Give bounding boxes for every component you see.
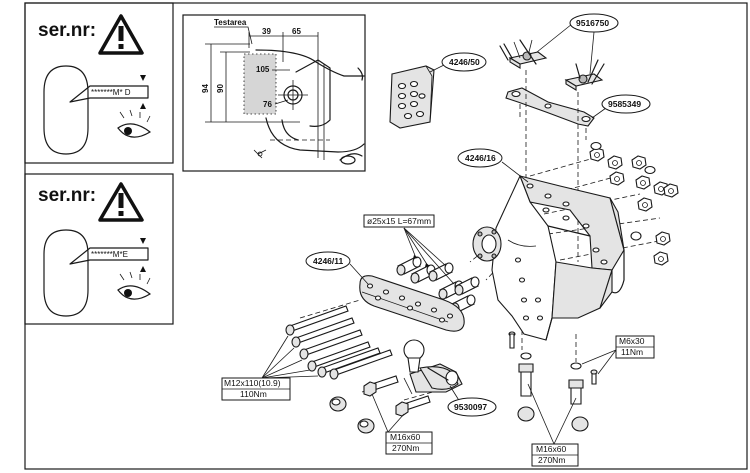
callout-9585349: 9585349: [601, 94, 651, 114]
m16-bolt-left-set: [329, 375, 431, 434]
detail-label-testarea: Testarea: [214, 18, 247, 27]
callout-m16-left: M16x60 270Nm: [371, 393, 433, 455]
m6-torque: 11Nm: [621, 347, 643, 357]
part-label-4246-50: 4246/50: [449, 57, 480, 67]
dim-76: 76: [263, 100, 272, 109]
spacer: [454, 276, 480, 296]
part-plate-small: [389, 65, 435, 129]
serial-heading-bottom: ser.nr:: [38, 185, 96, 206]
serial-panel-top: ser.nr: *******M* D: [24, 2, 174, 164]
callout-m6: M6x30 11Nm: [581, 335, 655, 375]
part-mount-plate: [359, 275, 465, 332]
nut-column: [589, 141, 679, 266]
bolt: [363, 375, 399, 397]
dim-39: 39: [262, 27, 271, 36]
bolt: [307, 341, 371, 372]
part-bracket-pair: [499, 39, 605, 91]
nut: [607, 155, 623, 170]
part-label-9516750: 9516750: [576, 18, 609, 28]
dome-nut: [329, 396, 347, 412]
bolt: [395, 395, 431, 417]
dim-94: 94: [201, 84, 210, 93]
warning-icon: [98, 14, 144, 55]
callout-m16-right: M16x60 270Nm: [527, 383, 579, 467]
bolt: [299, 329, 363, 360]
m12-size: M12x110(10.9): [224, 378, 281, 388]
detail-inset: Testarea 39 65 94 90 105 76: [182, 14, 366, 172]
callout-4246-11: 4246/11: [305, 251, 351, 271]
callout-4246-16: 4246/16: [457, 148, 503, 168]
eye-icon: [117, 271, 151, 300]
part-label-4246-11: 4246/11: [313, 256, 344, 266]
serial-code-bottom: *******M*E: [91, 250, 128, 259]
part-label-4246-16: 4246/16: [465, 153, 496, 163]
nut: [609, 171, 625, 186]
nut: [655, 231, 671, 246]
part-ball-flange: [472, 226, 502, 262]
m6-size: M6x30: [619, 336, 645, 346]
bolt: [291, 317, 355, 348]
serial-code-top: *******M* D: [91, 88, 131, 97]
m12-bolt-set: [285, 305, 393, 380]
m16-left-torque: 270Nm: [392, 443, 419, 453]
dim-65: 65: [292, 27, 301, 36]
m16-left-size: M16x60: [390, 432, 421, 442]
part-main-frame: [491, 174, 642, 341]
nut: [631, 155, 647, 170]
serial-heading-top: ser.nr:: [38, 20, 96, 41]
bolt: [329, 349, 393, 380]
part-label-9585349: 9585349: [608, 99, 641, 109]
nut: [637, 197, 653, 212]
dim-90: 90: [216, 84, 225, 93]
callout-4246-50: 4246/50: [441, 52, 487, 72]
part-strap: [505, 87, 595, 127]
callout-m12: M12x110(10.9) 110Nm: [221, 335, 319, 401]
callout-9516750: 9516750: [569, 13, 619, 33]
nut: [663, 183, 679, 198]
callout-9530097: 9530097: [447, 397, 497, 417]
m16-bolt-right-set: [508, 331, 598, 432]
type-plate-outline: [43, 65, 89, 155]
nut: [653, 251, 669, 266]
spacer-set: [396, 256, 480, 314]
nut: [635, 175, 651, 190]
warning-icon: [98, 182, 144, 222]
m16-right-size: M16x60: [536, 444, 567, 454]
m12-torque: 110Nm: [240, 389, 267, 399]
part-label-spacers: ø25x15 L=67mm: [367, 216, 431, 226]
eye-icon: [117, 109, 151, 138]
bolt: [508, 331, 535, 422]
m16-right-torque: 270Nm: [538, 455, 565, 465]
spacer: [428, 262, 454, 282]
bolt: [285, 305, 349, 336]
dome-nut: [357, 418, 375, 434]
callout-spacers: ø25x15 L=67mm: [363, 214, 455, 285]
washer: [590, 141, 602, 151]
type-plate-outline: [43, 229, 89, 317]
part-tow-ball: [403, 339, 463, 395]
spacer: [396, 256, 422, 276]
dim-105: 105: [256, 65, 270, 74]
small-screw: [590, 369, 598, 385]
washer: [644, 165, 656, 175]
part-label-9530097: 9530097: [454, 402, 487, 412]
serial-panel-bottom: ser.nr: *******M*E: [24, 173, 174, 325]
bolt: [568, 362, 589, 432]
